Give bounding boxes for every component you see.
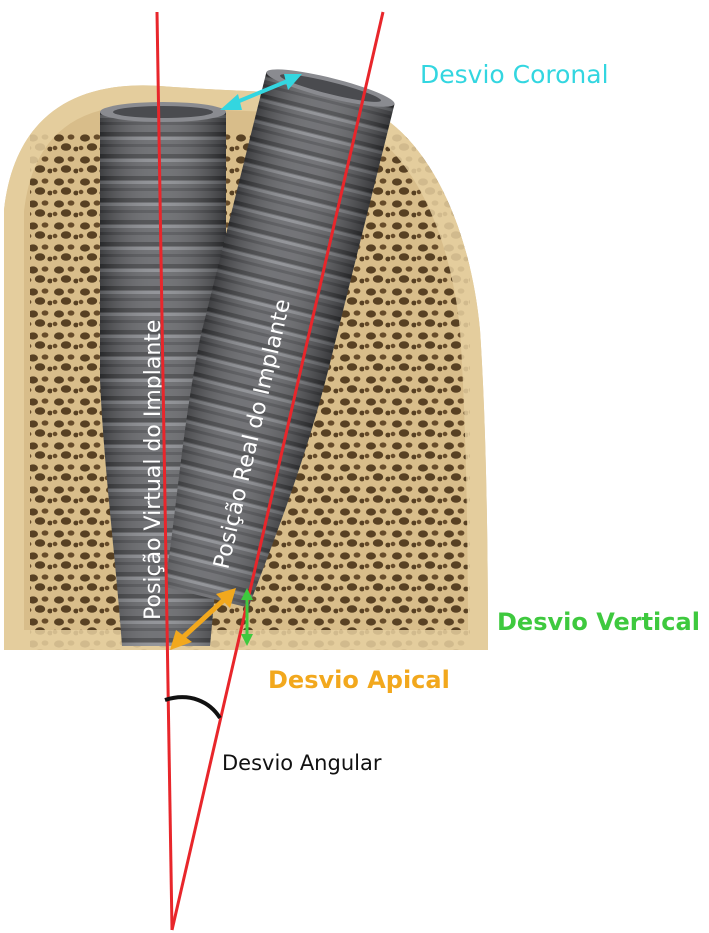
coronal-deviation-label: Desvio Coronal [420, 60, 609, 89]
apical-deviation-label: Desvio Apical [268, 666, 450, 694]
angular-arc [165, 697, 220, 718]
angular-deviation-label: Desvio Angular [222, 751, 382, 775]
vertical-deviation-label: Desvio Vertical [497, 608, 700, 636]
